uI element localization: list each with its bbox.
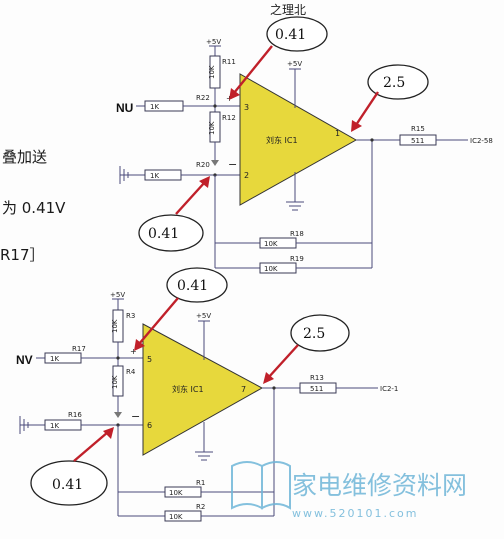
callout-2: 2.5: [351, 64, 429, 132]
amp2-pin-plus: 5: [147, 355, 152, 364]
amp1-r19-value: 10K: [264, 265, 278, 273]
amp1-r15-ref: R15: [411, 125, 425, 133]
amp1-r11-value: 10K: [208, 65, 216, 79]
top-text-fragment: 之理北: [270, 3, 306, 17]
amp1-r22-value: 1K: [150, 103, 159, 111]
amp2-r17-value: 1K: [50, 355, 59, 363]
amp1-output-net: IC2-58: [470, 137, 493, 145]
callout-4: 0.41: [134, 267, 228, 351]
amp2-r3-value: 10K: [111, 319, 119, 333]
amp1-label: 刘东 IC1: [266, 135, 298, 145]
watermark-url: www.520101.com: [292, 507, 418, 520]
amp1-r20-ref: R20: [196, 161, 210, 169]
amp2-r4-value: 10K: [111, 375, 119, 389]
callout-6-text: 0.41: [52, 477, 83, 493]
amp1-r22-ref: R22: [196, 94, 210, 102]
amp1-r18-value: 10K: [264, 240, 278, 248]
amp1-r12-ref: R12: [222, 114, 236, 122]
callout-4-text: 0.41: [177, 278, 208, 294]
watermark-title: 家电维修资料网: [292, 471, 467, 500]
callout-3: 0.41: [138, 176, 210, 252]
amp2-output-net: IC2-1: [380, 385, 398, 393]
amp1-divider-ground: [211, 160, 219, 166]
amp1-pin-minus: 2: [244, 171, 249, 180]
amp2-supply-left: +5V: [110, 291, 125, 299]
amp2-r16-value: 1K: [50, 422, 59, 430]
amp2-r13-value: 511: [310, 385, 323, 393]
amp2-input-net-label: NV: [16, 353, 33, 367]
amp2-label: 刘东 IC1: [172, 384, 204, 394]
amplifier-2: +5V R3 10K R4 10K NV 1K R17 1K R16: [16, 291, 398, 522]
amp1-pin-out: 1: [335, 129, 340, 138]
amp2-supply-right: +5V: [196, 312, 211, 320]
amp2-r16-ref: R16: [68, 411, 82, 419]
amp2-pin-minus: 6: [147, 421, 152, 430]
callout-1: 0.41: [229, 16, 328, 100]
amp1-sign-minus: −: [228, 158, 237, 171]
amp2-r4-ref: R4: [126, 368, 136, 376]
amp2-r2-ref: R2: [196, 503, 205, 511]
amp2-r3-ref: R3: [126, 312, 135, 320]
book-logo-icon: [231, 461, 291, 510]
amp2-r17-ref: R17: [72, 345, 86, 353]
amp2-r1-value: 10K: [169, 489, 183, 497]
side-text-1: 叠加送: [2, 148, 47, 166]
amp2-r13-ref: R13: [310, 374, 324, 382]
side-text-2: 为 0.41V: [2, 199, 66, 217]
amp2-ground-symbol: [195, 451, 213, 461]
amp2-divider-ground: [114, 412, 122, 418]
callout-2-text: 2.5: [383, 75, 405, 91]
callout-5: 2.5: [263, 314, 350, 384]
amp1-opamp-symbol: [239, 73, 358, 206]
side-text-3: R17］: [0, 246, 45, 264]
amp1-r15-value: 511: [411, 137, 424, 145]
callout-1-text: 0.41: [275, 27, 306, 43]
watermark: 家电维修资料网 www.520101.com: [231, 461, 467, 520]
callout-6: 0.41: [30, 427, 114, 506]
amp1-supply-right: +5V: [287, 60, 302, 68]
amp2-r2-value: 10K: [169, 513, 183, 521]
amp1-ground-symbol: [286, 201, 304, 211]
amplifier-1: +5V R11 10K R12 10K NU 1K R22 1K R20: [116, 38, 493, 274]
callout-5-text: 2.5: [303, 326, 325, 342]
amp1-pin-plus: 3: [244, 103, 249, 112]
amp1-r12-value: 10K: [208, 121, 216, 135]
amp1-r18-ref: R18: [290, 230, 304, 238]
amp1-r20-value: 1K: [150, 172, 159, 180]
amp2-sign-plus: +: [130, 347, 137, 356]
amp1-supply-left: +5V: [206, 38, 221, 46]
amp1-r19-ref: R19: [290, 255, 304, 263]
callout-3-text: 0.41: [148, 226, 179, 242]
amp2-sign-minus: −: [131, 410, 140, 423]
amp1-input-net-label: NU: [116, 101, 133, 115]
amp2-opamp-symbol: [142, 323, 264, 456]
amp1-r11-ref: R11: [222, 58, 236, 66]
amp2-r1-ref: R1: [196, 479, 205, 487]
amp2-pin-out: 7: [241, 385, 246, 394]
